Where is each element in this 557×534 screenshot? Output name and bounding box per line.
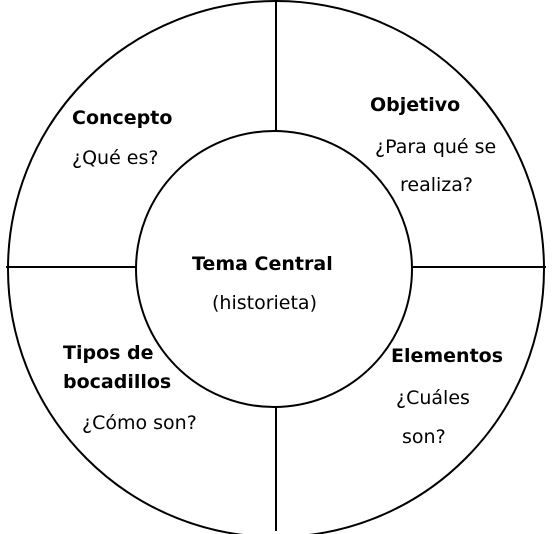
quadrant-concepto-title: Concepto <box>72 107 173 129</box>
quadrant-objetivo-question-line1: ¿Para qué se <box>375 136 497 158</box>
quadrant-elementos-question-line2: son? <box>402 426 446 448</box>
center-title: Tema Central <box>192 253 333 275</box>
quadrant-elementos-title: Elementos <box>391 345 504 367</box>
quadrant-concepto-question: ¿Qué es? <box>72 147 159 169</box>
center-subtitle: (historieta) <box>212 292 317 314</box>
inner-circle <box>135 130 413 408</box>
quadrant-elementos-question-line1: ¿Cuáles <box>396 387 470 409</box>
quadrant-tipos-title-line2: bocadillos <box>63 371 172 393</box>
quadrant-tipos-title-line1: Tipos de <box>63 342 154 364</box>
quadrant-objetivo-title: Objetivo <box>370 94 461 116</box>
quadrant-tipos-question: ¿Cómo son? <box>82 412 197 434</box>
quadrant-objetivo-question-line2: realiza? <box>400 174 473 196</box>
